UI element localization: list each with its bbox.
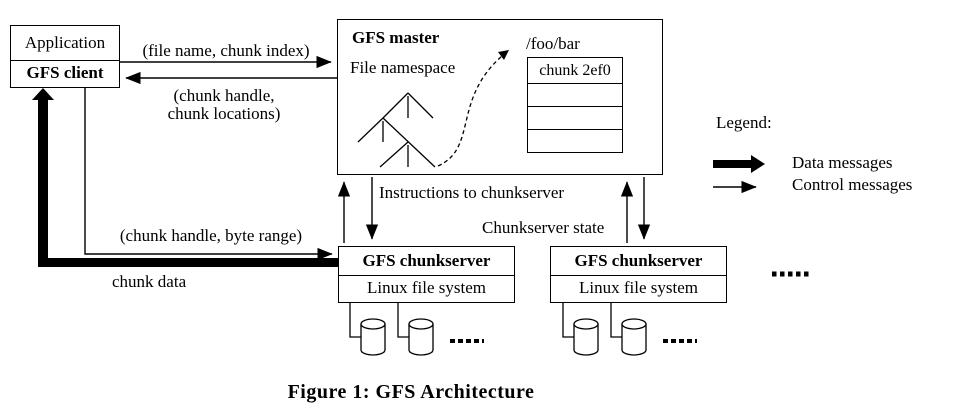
empty-chunk-cell xyxy=(528,130,622,152)
application-label: Application xyxy=(11,26,119,61)
chunkserver-state-label: Chunkserver state xyxy=(482,218,605,237)
gfs-client-label: GFS client xyxy=(26,63,104,82)
legend-data-messages-label: Data messages xyxy=(792,153,893,172)
disk-icon xyxy=(408,318,434,356)
legend-title: Legend: xyxy=(716,113,772,132)
empty-chunk-cell xyxy=(528,107,622,130)
chunk-handle-line1: (chunk handle, xyxy=(173,86,275,105)
empty-chunk-cell xyxy=(528,84,622,107)
file-namespace-label: File namespace xyxy=(350,58,456,77)
legend-control-messages-label: Control messages xyxy=(792,175,913,194)
instructions-label: Instructions to chunkserver xyxy=(379,183,565,202)
chunkserver-1-title: GFS chunkserver xyxy=(339,247,514,276)
disk-connector-lines xyxy=(349,303,622,338)
chunk-data-label: chunk data xyxy=(112,272,187,291)
file-path-label: /foo/bar xyxy=(526,34,580,53)
client-box: Application GFS client xyxy=(10,25,120,88)
chunk-handle-byte-range-label: (chunk handle, byte range) xyxy=(119,226,303,245)
disk-icon xyxy=(621,318,647,356)
chunk-handle-locations-label: (chunk handle, chunk locations) xyxy=(140,87,308,123)
chunkserver-box-1: GFS chunkserver Linux file system xyxy=(338,246,515,303)
disk-icon xyxy=(573,318,599,356)
chunk-id-cell: chunk 2ef0 xyxy=(528,58,622,84)
chunkserver-2-title: GFS chunkserver xyxy=(551,247,726,276)
chunkserver-1-fs-label: Linux file system xyxy=(367,278,486,297)
chunkserver-box-2: GFS chunkserver Linux file system xyxy=(550,246,727,303)
chunk-list-table: chunk 2ef0 xyxy=(527,57,623,153)
file-name-chunk-index-label: (file name, chunk index) xyxy=(142,41,310,60)
figure-caption: Figure 1: GFS Architecture xyxy=(287,381,535,403)
legend-data-arrow-icon xyxy=(713,155,765,173)
chunkserver-2-fs-label: Linux file system xyxy=(579,278,698,297)
chunk-handle-line2: chunk locations) xyxy=(167,104,281,123)
master-title: GFS master xyxy=(352,28,440,47)
disk-icon xyxy=(360,318,386,356)
